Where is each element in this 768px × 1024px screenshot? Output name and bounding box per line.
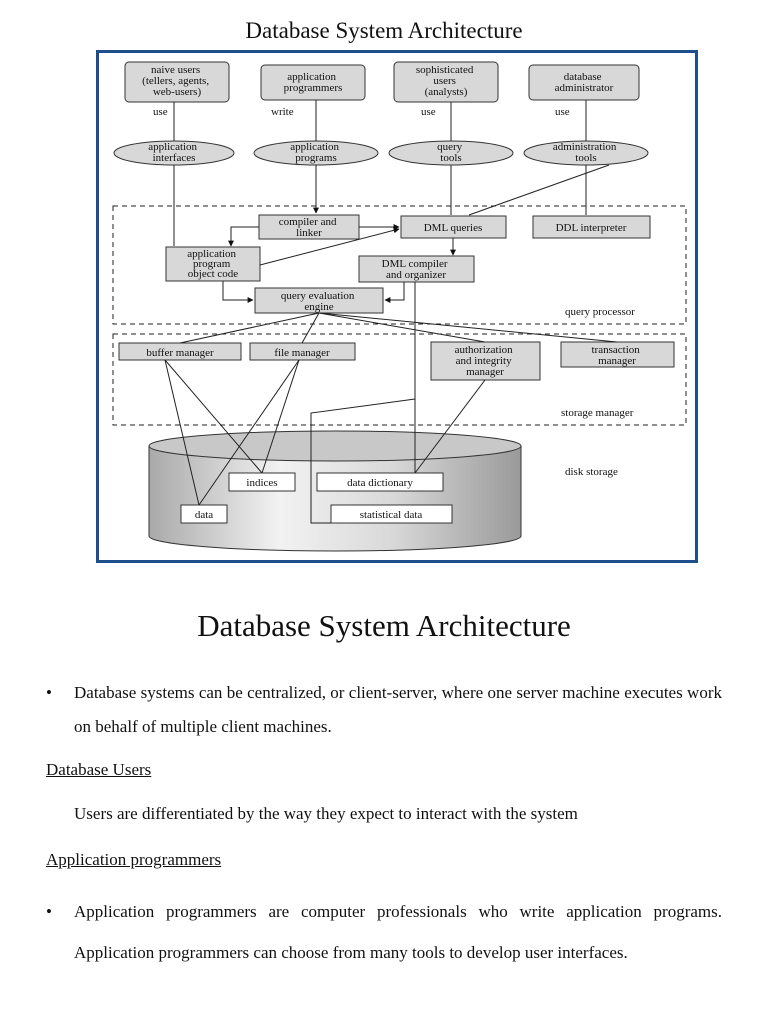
svg-text:data dictionary: data dictionary — [347, 477, 413, 489]
bullet-centralized-text: Database systems can be centralized, or … — [74, 683, 722, 736]
svg-text:query tools: query tools — [437, 141, 465, 164]
query-processor-label: query processor — [565, 306, 635, 318]
figure-title: Database System Architecture — [245, 18, 523, 43]
disk-cylinder — [148, 430, 522, 552]
box-ddl-interpreter: DDL interpreter — [532, 215, 651, 239]
box-data-dictionary: data dictionary — [316, 472, 444, 492]
svg-text:authorization and integr: authorization and integrity manager — [455, 344, 516, 378]
user-naive: naive users (tellers, agents, web-users) — [124, 61, 230, 103]
svg-text:DML compiler and organiz: DML compiler and organizer — [382, 258, 451, 281]
box-file-manager: file manager — [249, 342, 356, 361]
svg-text:application program: application program object code — [187, 248, 239, 280]
query-processor-region — [112, 205, 687, 325]
box-query-engine: query evaluation engine — [254, 287, 384, 314]
svg-text:buffer manager: buffer manager — [146, 347, 214, 359]
interface-app-interfaces: application interfaces — [113, 140, 235, 166]
svg-text:file manager: file manager — [274, 347, 330, 359]
action-use-1: use — [153, 106, 168, 118]
storage-manager-label: storage manager — [561, 407, 634, 419]
interface-app-programs: application programs — [253, 140, 379, 166]
svg-text:DML queries: DML queries — [424, 222, 483, 234]
svg-text:indices: indices — [246, 477, 277, 489]
bullet-symbol: • — [46, 683, 52, 702]
box-indices: indices — [228, 472, 296, 492]
svg-text:database administrator: database administrator — [555, 71, 614, 94]
bullet-application-programmers: • Application programmers are computer p… — [46, 891, 722, 973]
box-data: data — [180, 504, 228, 524]
heading-database-users: Database Users — [46, 760, 152, 779]
box-dml-compiler: DML compiler and organizer — [358, 255, 475, 283]
paragraph-users: Users are differentiated by the way they… — [74, 804, 578, 823]
box-buffer-manager: buffer manager — [118, 342, 242, 361]
action-use-3: use — [555, 106, 570, 118]
box-auth-manager: authorization and integrity manager — [430, 341, 541, 381]
storage-manager-region — [112, 333, 687, 426]
svg-text:sophisticated users: sophisticated users (analysts) — [416, 64, 476, 98]
box-statistical-data: statistical data — [330, 504, 453, 524]
box-app-object-code: application program object code — [165, 246, 261, 282]
architecture-diagram: naive users (tellers, agents, web-users)… — [96, 50, 698, 563]
heading-application-programmers: Application programmers — [46, 850, 222, 869]
section-title: Database System Architecture — [197, 608, 571, 643]
svg-text:DDL interpreter: DDL interpreter — [556, 222, 627, 234]
action-use-2: use — [421, 106, 436, 118]
svg-text:application programmers: application programmers — [284, 71, 343, 94]
svg-text:administration tools: administration tools — [553, 141, 619, 164]
interface-admin-tools: administration tools — [523, 140, 649, 166]
interface-query-tools: query tools — [388, 140, 514, 166]
bullet-programmers-text: Application programmers are computer pro… — [74, 902, 722, 962]
user-dba: database administrator — [528, 64, 640, 101]
svg-text:statistical data: statistical data — [360, 509, 423, 521]
user-sophisticated: sophisticated users (analysts) — [393, 61, 499, 103]
user-programmers: application programmers — [260, 64, 366, 101]
disk-storage-label: disk storage — [565, 466, 618, 478]
architecture-svg: naive users (tellers, agents, web-users)… — [112, 61, 687, 552]
action-write: write — [271, 106, 294, 118]
user-naive-label: naive users (tellers, agents, web-users) — [142, 64, 212, 98]
box-dml-queries: DML queries — [400, 215, 507, 239]
svg-text:application interfaces: application interfaces — [148, 141, 200, 164]
svg-text:data: data — [195, 509, 213, 521]
box-compiler: compiler and linker — [258, 214, 360, 240]
bullet-symbol: • — [46, 902, 52, 921]
svg-text:application programs: application programs — [290, 141, 342, 164]
svg-text:compiler and linker: compiler and linker — [279, 216, 339, 239]
box-transaction-manager: transaction manager — [560, 341, 675, 368]
bullet-centralized: • Database systems can be centralized, o… — [46, 676, 722, 744]
svg-text:query evaluation engine: query evaluation engine — [281, 290, 357, 313]
svg-text:transaction manager: transaction manager — [591, 344, 642, 367]
